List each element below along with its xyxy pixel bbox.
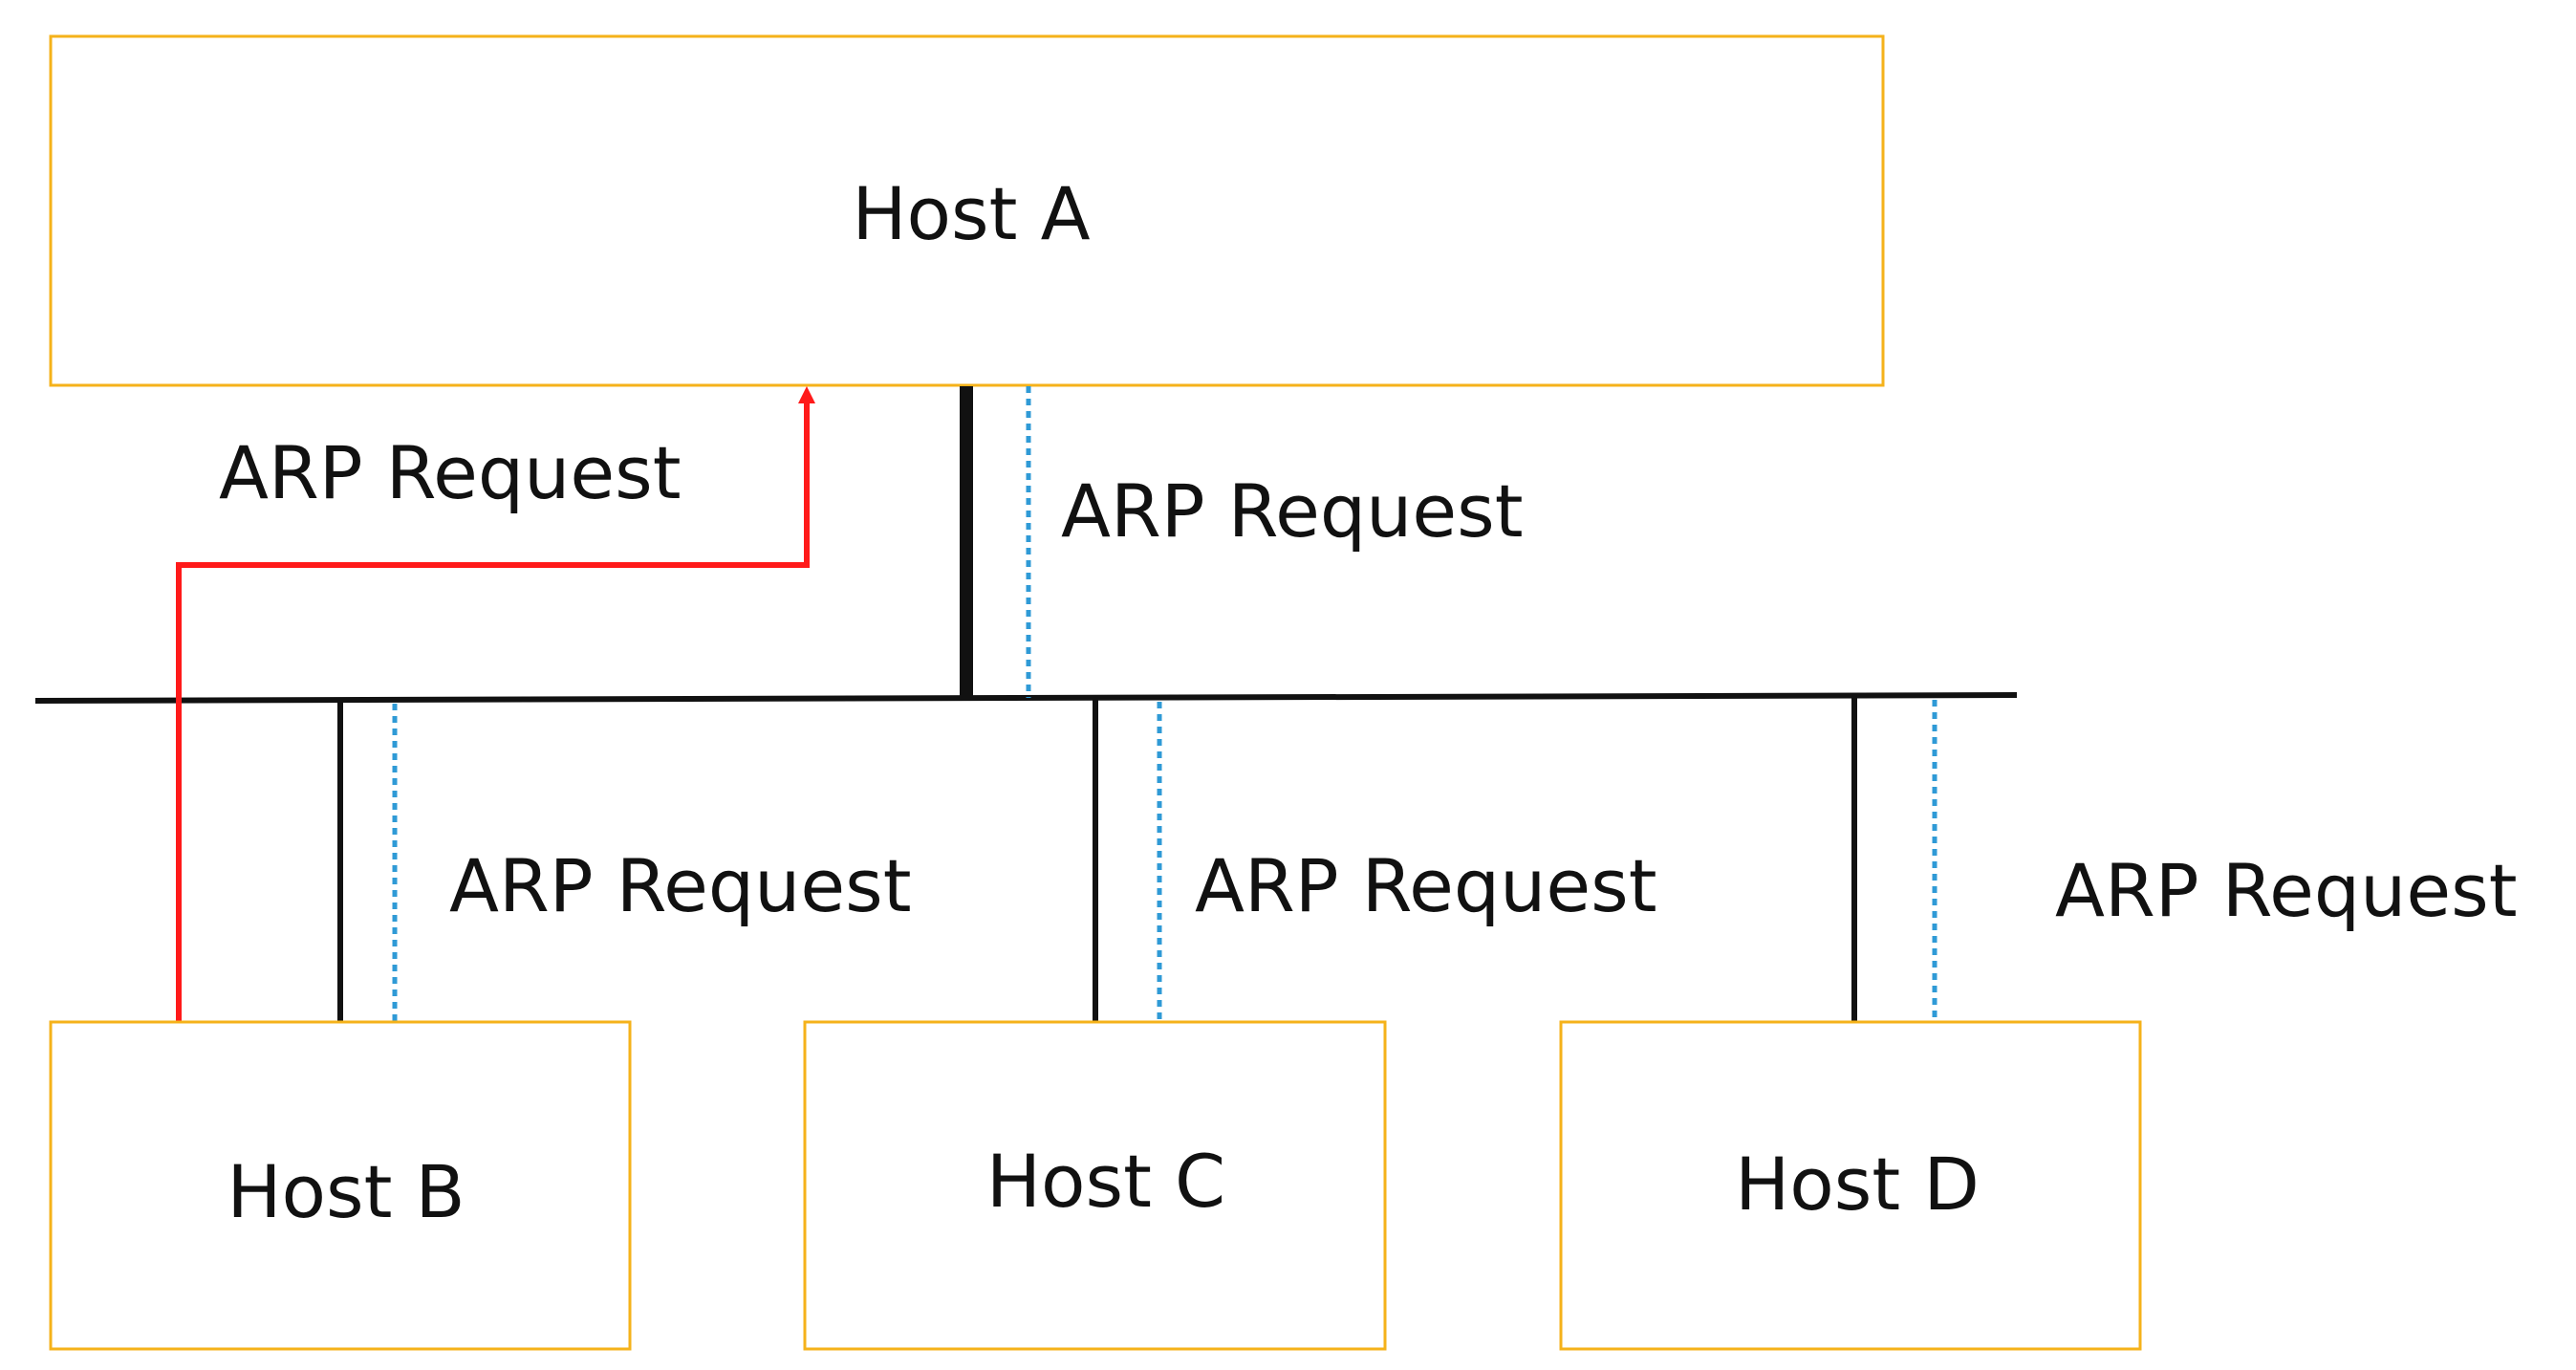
host-d-request-label: ARP Request [2055, 848, 2518, 933]
host-a-request-label: ARP Request [1061, 468, 1524, 554]
host-b-box [49, 1020, 632, 1351]
host-c-request-label: ARP Request [1195, 843, 1657, 928]
reply-label: ARP Request [219, 430, 682, 515]
host-a-box [49, 34, 1885, 387]
reply-path-b-to-a [176, 400, 810, 1028]
host-d-label: Host D [1735, 1142, 1980, 1227]
host-c-box [803, 1020, 1387, 1351]
host-d-box [1559, 1020, 2142, 1351]
host-c-label: Host C [986, 1139, 1225, 1224]
host-b-label: Host B [227, 1149, 465, 1234]
reply-arrowhead [798, 386, 815, 403]
host-a-label: Host A [852, 171, 1090, 256]
host-b-request-label: ARP Request [449, 843, 912, 928]
